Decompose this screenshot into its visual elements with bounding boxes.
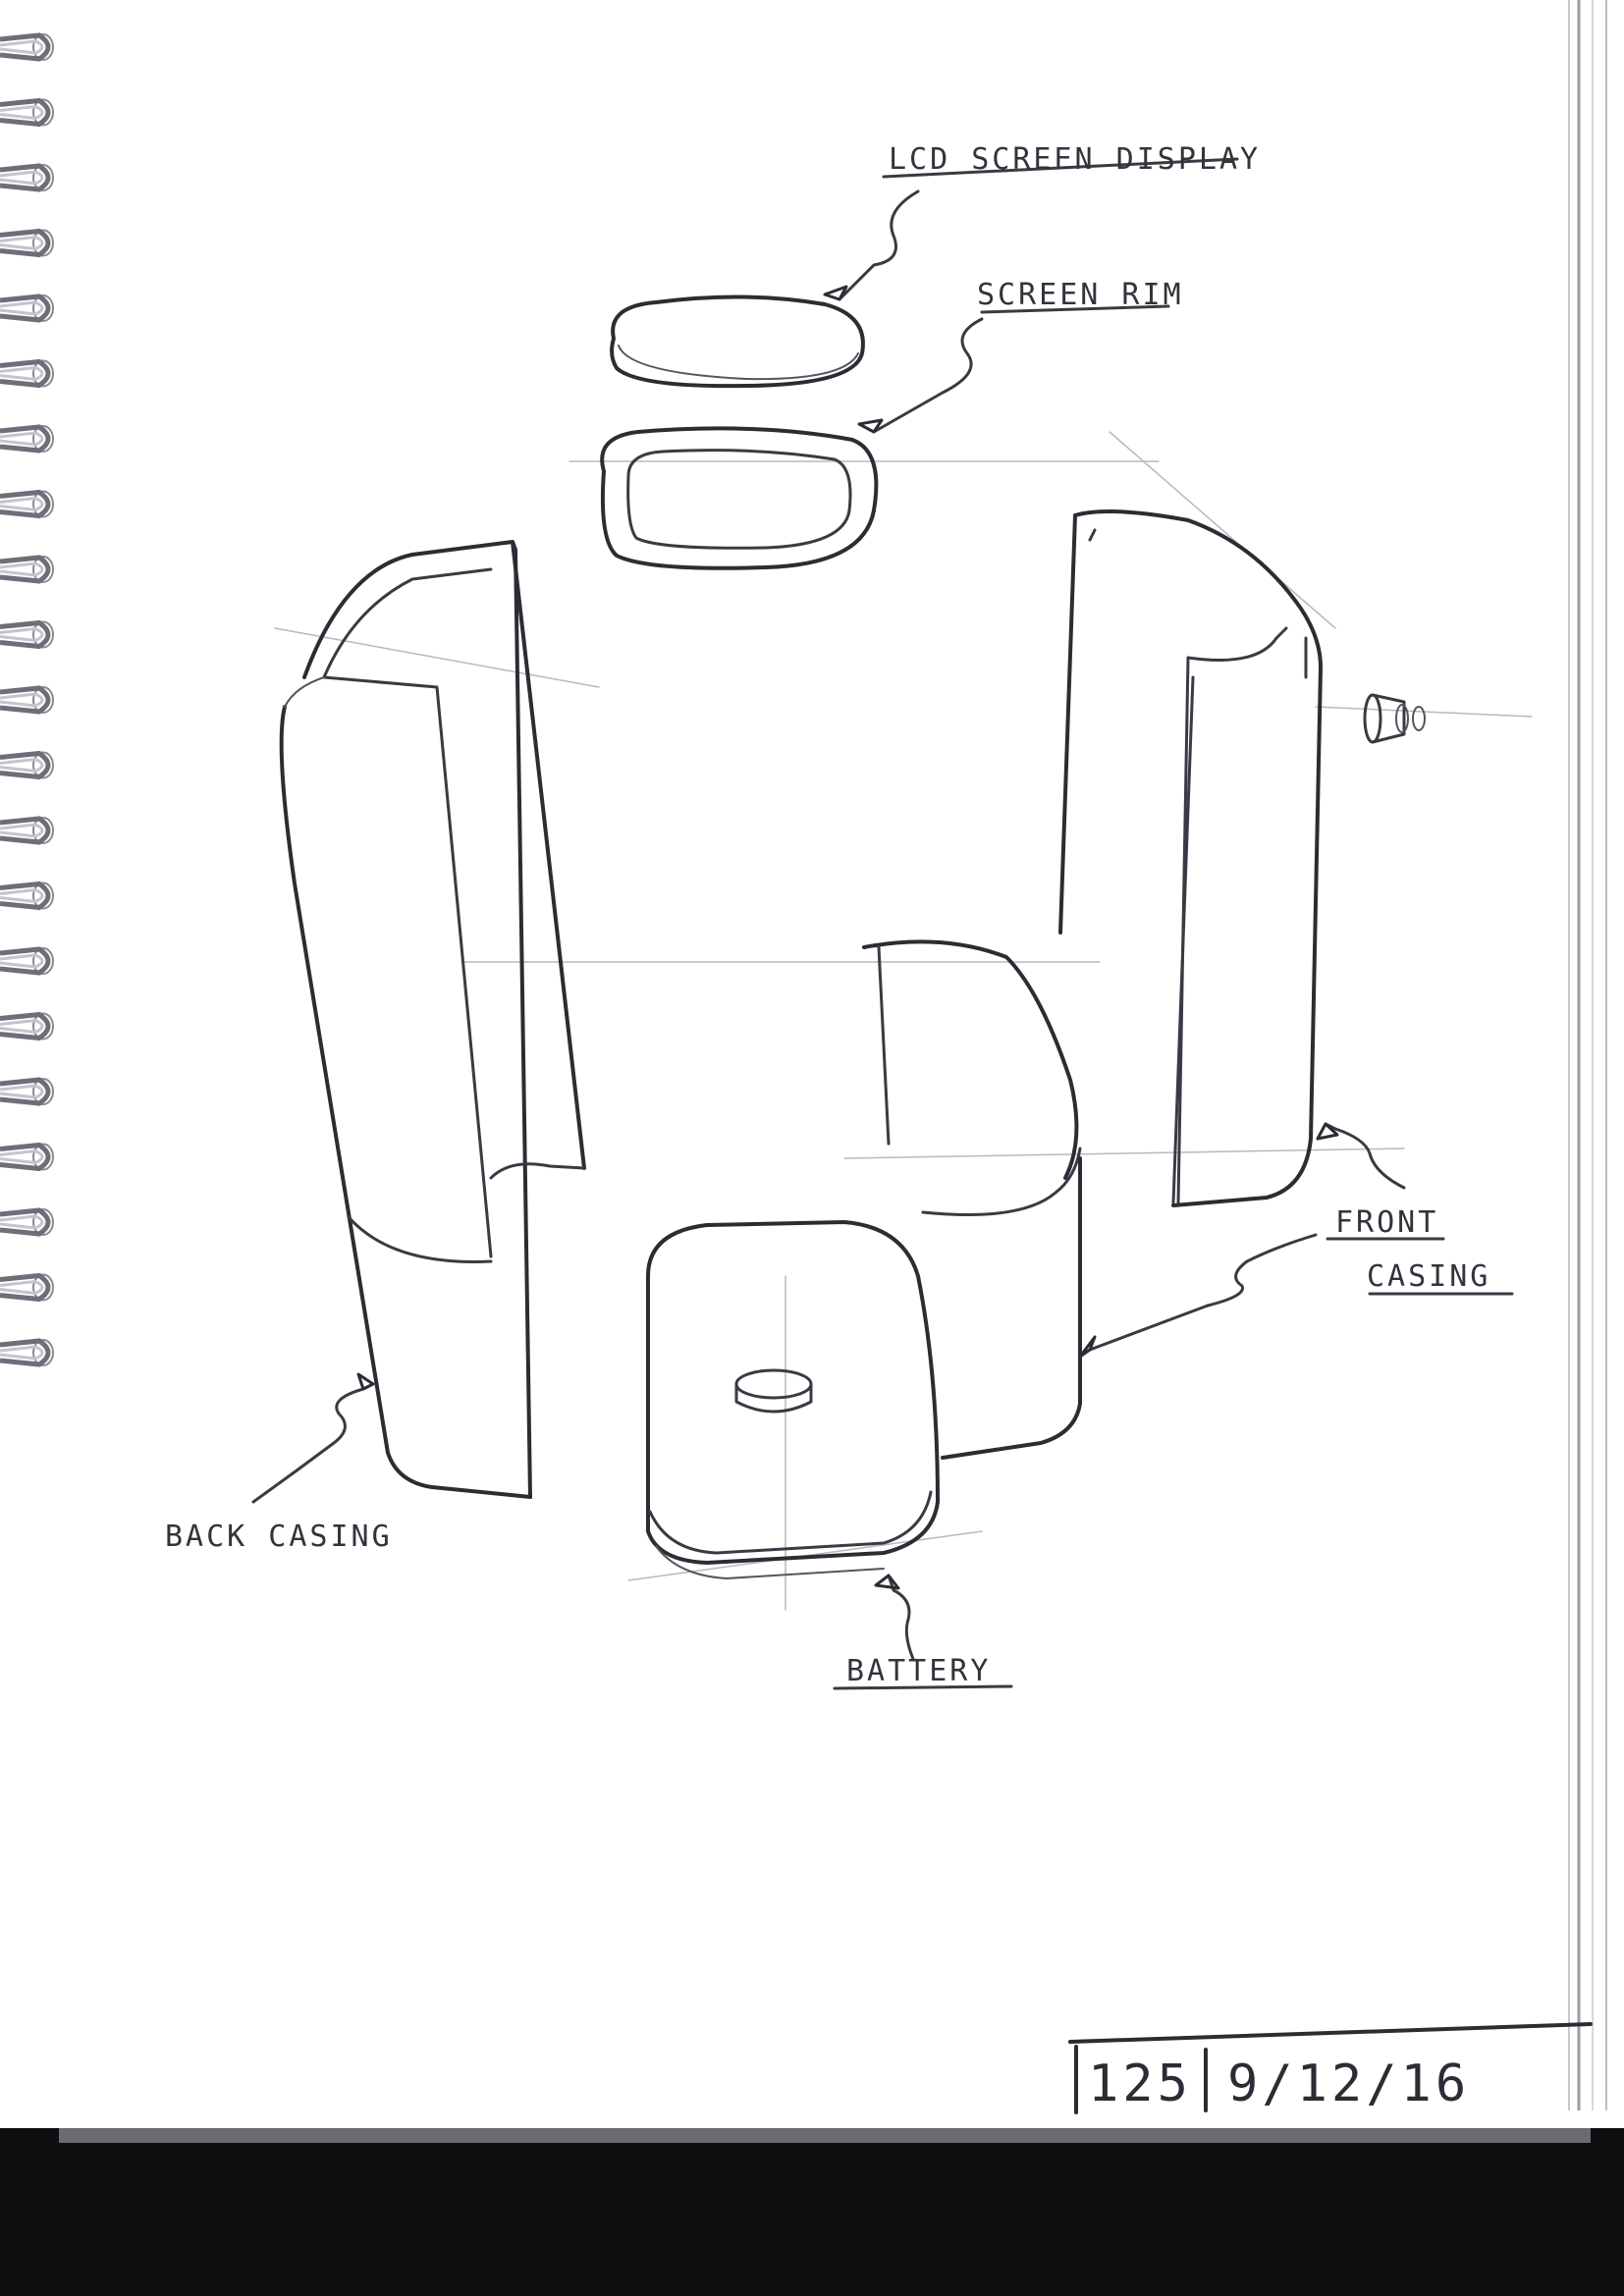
spiral-ring [0, 231, 53, 256]
label-lcd-screen-display: LCD SCREEN DISPLAY [889, 142, 1261, 177]
scanner-backing [0, 2125, 1624, 2296]
leader-lines [253, 191, 1404, 1659]
spiral-ring [0, 557, 53, 582]
spiral-ring [0, 492, 53, 517]
spiral-ring [0, 1145, 53, 1170]
spiral-ring [0, 1209, 53, 1235]
label-back-casing: BACK CASING [165, 1520, 393, 1554]
battery-shape [648, 1222, 938, 1578]
page-date: 9/12/16 [1227, 2055, 1470, 2113]
spiral-ring [0, 165, 53, 190]
screen-rim-shape [602, 428, 876, 567]
spiral-ring [0, 948, 53, 974]
spiral-ring [0, 1079, 53, 1104]
back-casing-shape [282, 542, 584, 1497]
spiral-ring [0, 1340, 53, 1365]
spiral-ring [0, 361, 53, 387]
spiral-ring [0, 622, 53, 648]
spiral-ring [0, 100, 53, 126]
spiral-ring [0, 1014, 53, 1040]
page-number: 125 [1088, 2055, 1192, 2113]
spiral-binding [0, 34, 53, 1365]
label-front-casing-line1: FRONT [1335, 1205, 1438, 1240]
label-front-casing-line2: CASING [1367, 1259, 1490, 1294]
spiral-ring [0, 426, 53, 452]
construction-lines [275, 432, 1532, 1610]
page-stack-edge [1569, 0, 1606, 2110]
spiral-ring [0, 295, 53, 321]
label-screen-rim: SCREEN RIM [977, 278, 1184, 312]
lcd-screen-shape [612, 296, 863, 386]
spiral-ring [0, 753, 53, 778]
spiral-ring [0, 883, 53, 909]
label-battery: BATTERY [846, 1654, 991, 1688]
spiral-ring [0, 34, 53, 60]
spiral-ring [0, 1275, 53, 1301]
spiral-ring [0, 818, 53, 843]
spiral-ring [0, 687, 53, 713]
front-casing-shape [864, 511, 1425, 1458]
